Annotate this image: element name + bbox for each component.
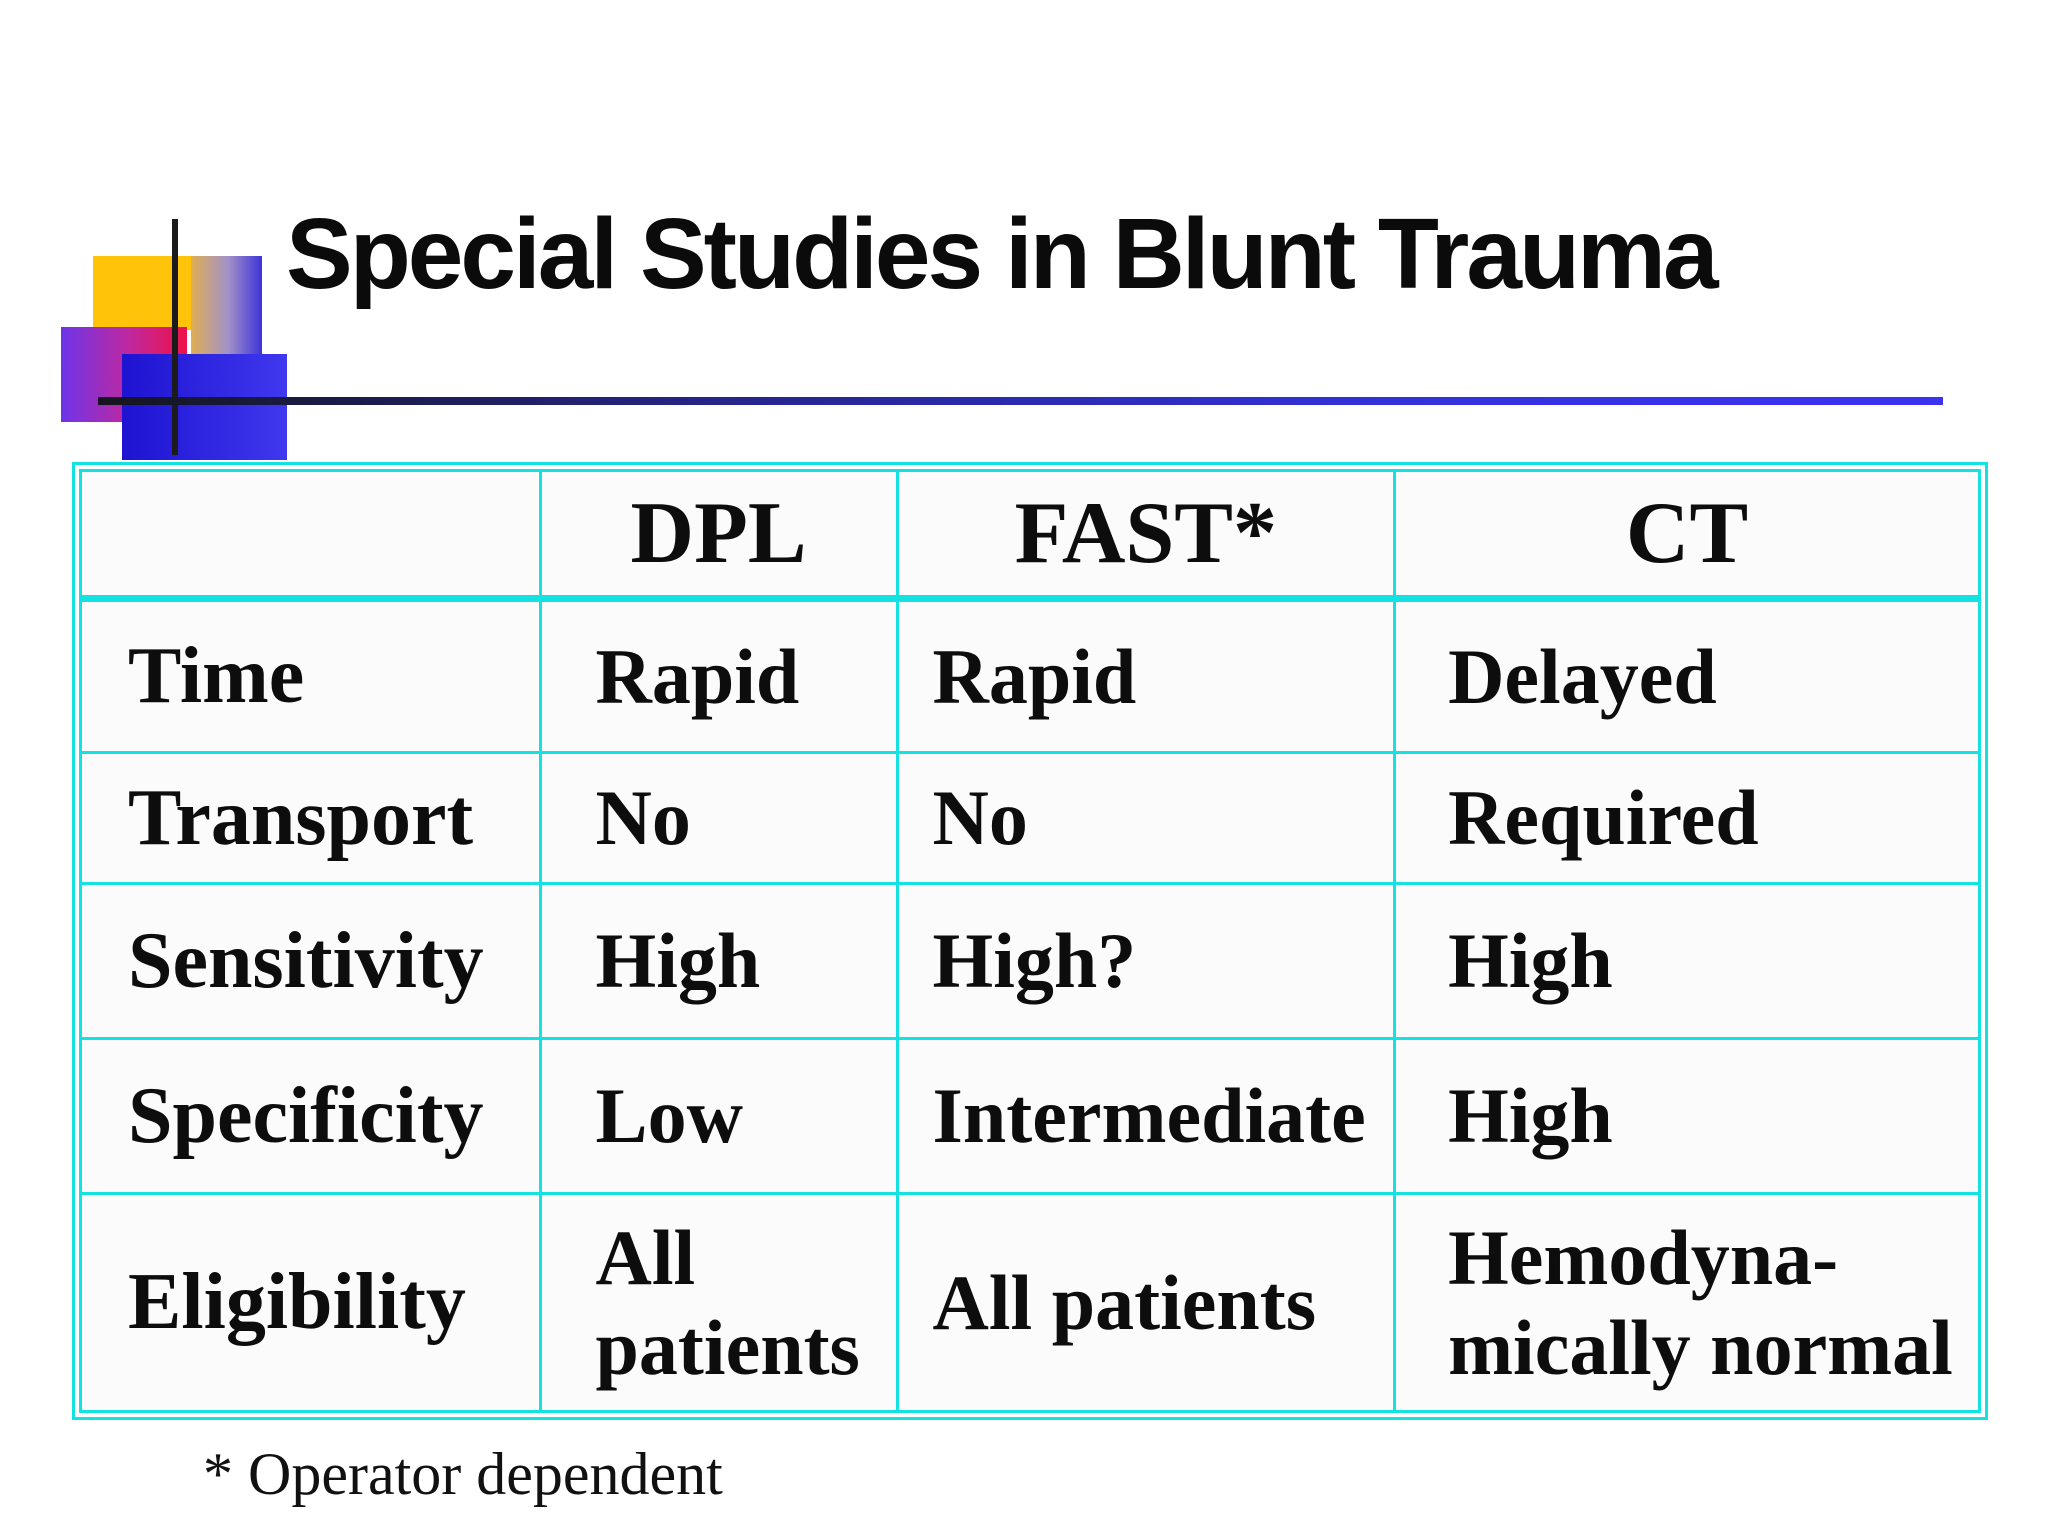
logo-blue-square bbox=[122, 354, 287, 460]
cell-eligibility-fast: All patients bbox=[895, 1192, 1397, 1413]
cell-sensitivity-fast: High? bbox=[895, 882, 1397, 1040]
title-underline-rule bbox=[98, 397, 1943, 405]
cell-transport-fast: No bbox=[895, 751, 1397, 885]
logo-crosshair-vertical-line bbox=[172, 219, 178, 455]
table-row: Eligibility All patients All patients He… bbox=[79, 1192, 1981, 1413]
cell-time-ct: Delayed bbox=[1393, 597, 1981, 754]
table-row: Sensitivity High High? High bbox=[79, 882, 1981, 1040]
cell-eligibility-ct: Hemodyna- mically normal bbox=[1393, 1192, 1981, 1413]
cell-sensitivity-ct: High bbox=[1393, 882, 1981, 1040]
row-label-sensitivity: Sensitivity bbox=[79, 882, 542, 1040]
cell-specificity-ct: High bbox=[1393, 1037, 1981, 1195]
footnote: * Operator dependent bbox=[203, 1441, 723, 1507]
column-header-fast: FAST* bbox=[895, 469, 1397, 602]
row-label-time: Time bbox=[79, 597, 542, 754]
cell-specificity-dpl: Low bbox=[538, 1037, 899, 1195]
cell-sensitivity-dpl: High bbox=[538, 882, 899, 1040]
cell-transport-ct: Required bbox=[1393, 751, 1981, 885]
row-label-transport: Transport bbox=[79, 751, 542, 885]
table-row: Transport No No Required bbox=[79, 751, 1981, 885]
cell-time-fast: Rapid bbox=[895, 597, 1397, 754]
row-label-eligibility: Eligibility bbox=[79, 1192, 542, 1413]
column-header-ct: CT bbox=[1393, 469, 1981, 602]
logo-gradient-square bbox=[191, 256, 262, 354]
cell-eligibility-dpl: All patients bbox=[538, 1192, 899, 1413]
cell-time-dpl: Rapid bbox=[538, 597, 899, 754]
table-header-row: DPL FAST* CT bbox=[79, 469, 1981, 602]
row-label-specificity: Specificity bbox=[79, 1037, 542, 1195]
comparison-table: DPL FAST* CT Time Rapid Rapid Delayed Tr… bbox=[72, 462, 1988, 1420]
column-header-dpl: DPL bbox=[538, 469, 899, 602]
table-row: Specificity Low Intermediate High bbox=[79, 1037, 1981, 1195]
slide-title: Special Studies in Blunt Trauma bbox=[286, 198, 1719, 310]
cell-specificity-fast: Intermediate bbox=[895, 1037, 1397, 1195]
corner-cell bbox=[79, 469, 542, 602]
cell-transport-dpl: No bbox=[538, 751, 899, 885]
table-row: Time Rapid Rapid Delayed bbox=[79, 597, 1981, 754]
special-studies-table: DPL FAST* CT Time Rapid Rapid Delayed Tr… bbox=[79, 469, 1981, 1413]
